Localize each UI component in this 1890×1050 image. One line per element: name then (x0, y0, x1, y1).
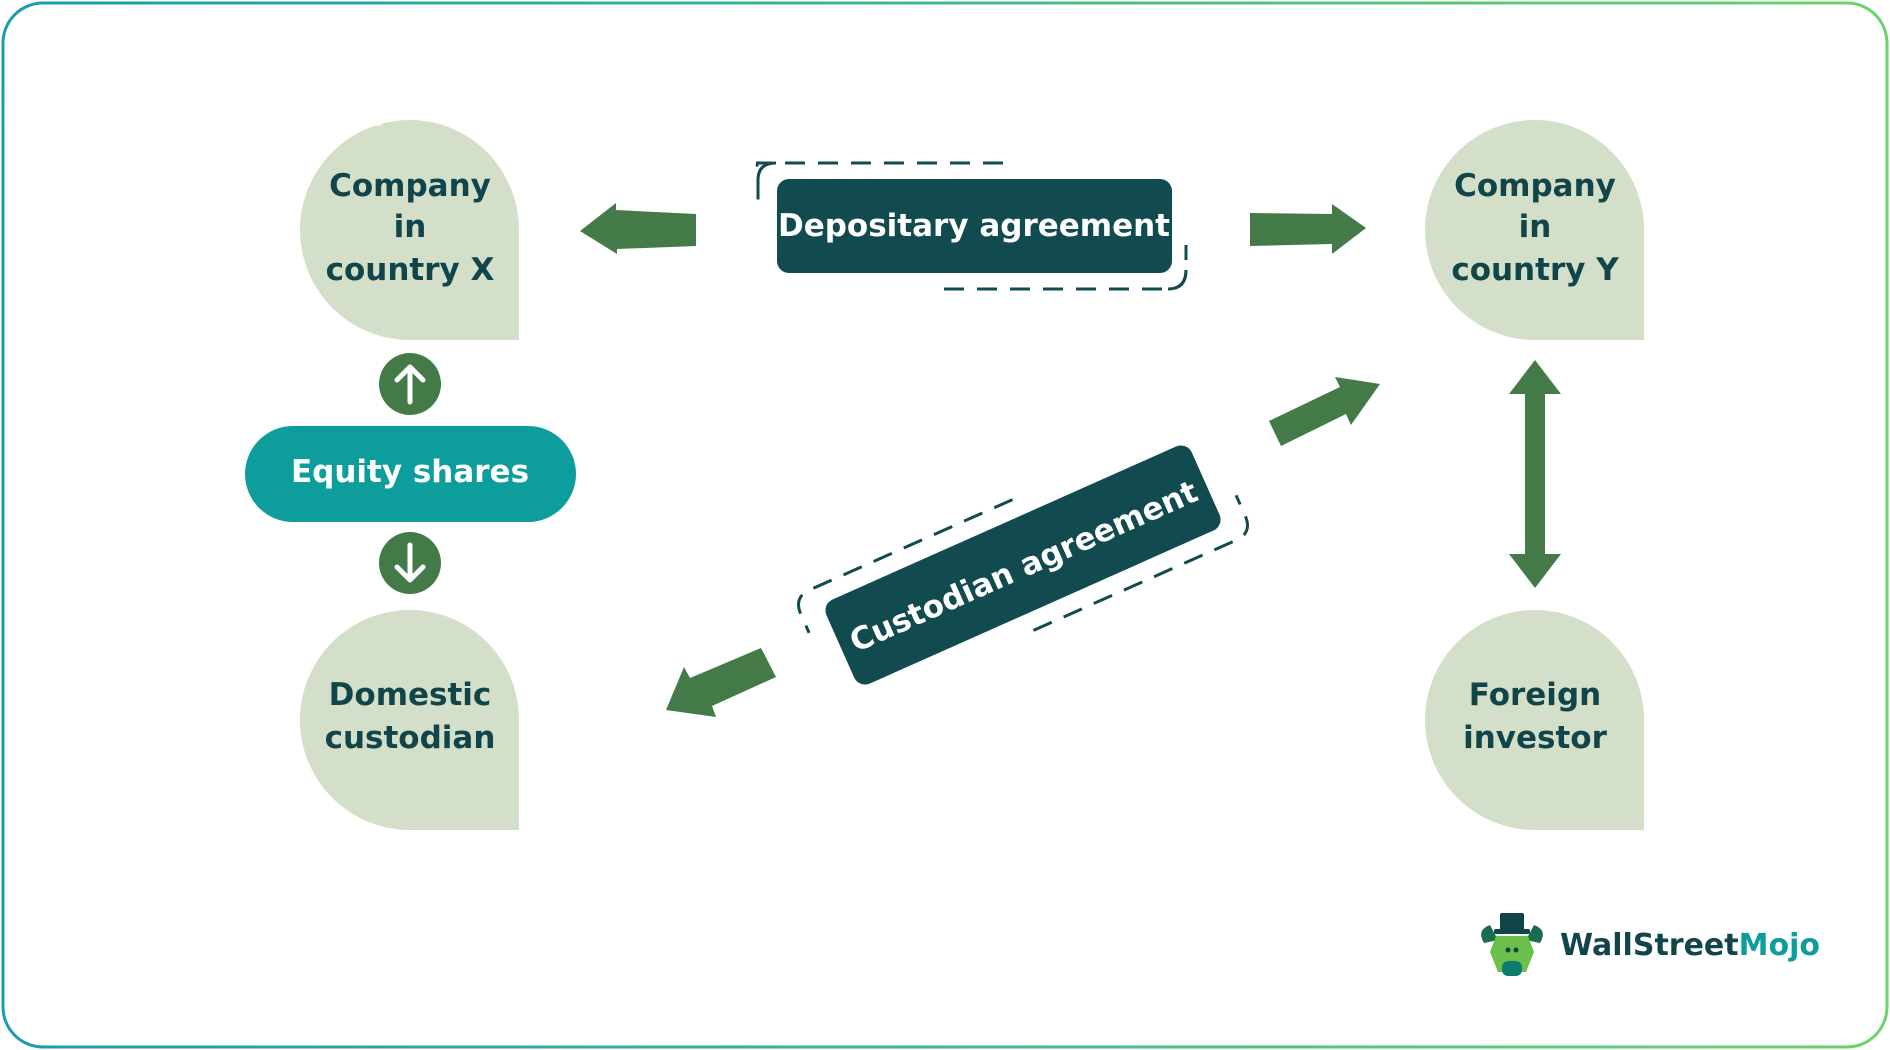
node-foreign-line2: investor (1463, 720, 1607, 756)
arrow-to-company-x (580, 203, 696, 254)
brand-name-part2: Mojo (1739, 928, 1820, 963)
depositary-agreement-box: Depositary agreement (755, 161, 1188, 291)
custodian-agreement-label: Custodian agreement (844, 474, 1203, 660)
node-domestic-line1: Domestic (329, 677, 492, 713)
node-domestic-line2: custodian (325, 720, 496, 756)
node-company-y-line2: in (1519, 209, 1552, 245)
node-company-country-y: Company in country Y (1425, 120, 1644, 340)
wallstreetmojo-logo-icon (1481, 913, 1543, 976)
node-foreign-line1: Foreign (1469, 677, 1601, 713)
arrow-up-circle-icon (379, 353, 441, 415)
custodian-agreement-box: Custodian agreement (797, 445, 1249, 685)
equity-shares-pill: Equity shares (245, 426, 576, 522)
brand-name: WallStreetMojo (1560, 928, 1820, 963)
node-foreign-investor: Foreign investor (1425, 610, 1644, 830)
equity-shares-label: Equity shares (291, 454, 529, 490)
node-company-x-line2: in (394, 209, 427, 245)
double-arrow-company-y-foreign-investor (1509, 360, 1561, 588)
node-company-y-line1: Company (1454, 168, 1616, 204)
node-domestic-custodian: Domestic custodian (300, 610, 519, 830)
arrow-to-company-y (1250, 204, 1366, 254)
node-company-x-line3: country X (326, 252, 495, 288)
depositary-agreement-label: Depositary agreement (778, 208, 1170, 244)
brand-name-part1: WallStreet (1560, 928, 1739, 963)
arrow-down-circle-icon (379, 532, 441, 594)
node-company-y-line3: country Y (1451, 252, 1619, 288)
arrow-to-company-y-diagonal (1269, 377, 1380, 446)
node-company-x-line1: Company (329, 168, 491, 204)
node-company-country-x: Company in country X (300, 120, 519, 340)
arrow-to-domestic-custodian (666, 648, 776, 717)
